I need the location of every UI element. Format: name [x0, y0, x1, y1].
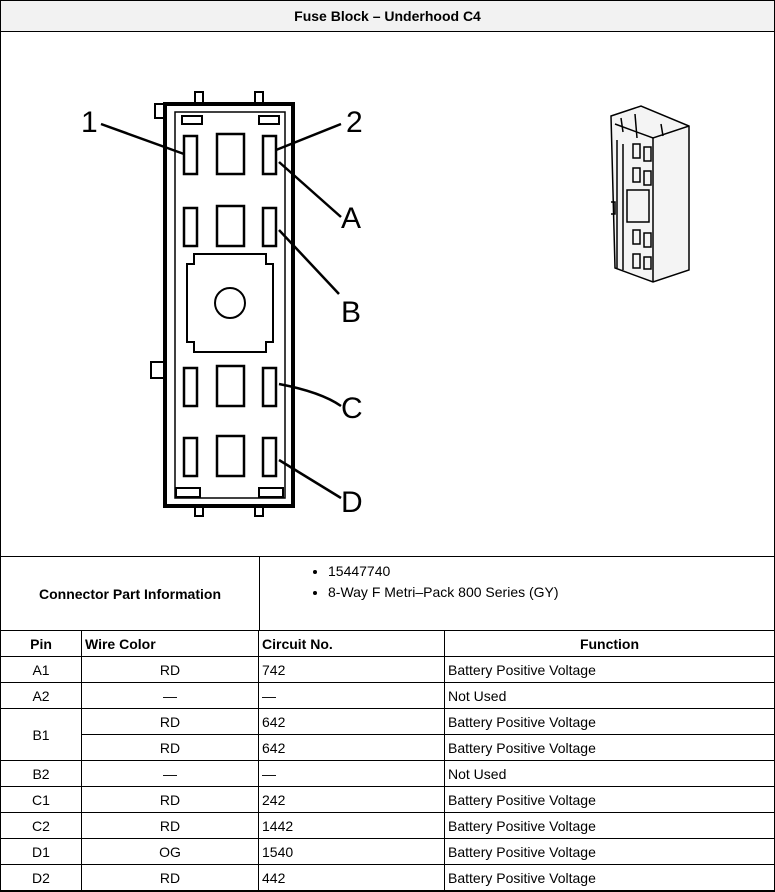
- housing-inner-outline: [174, 111, 286, 499]
- cell-circuit: 642: [258, 734, 445, 761]
- cell-pin: B2: [1, 760, 82, 787]
- col-header-circuit: Circuit No.: [258, 631, 445, 657]
- cavity-row3-left: [182, 366, 199, 408]
- cavity-b: [261, 206, 278, 248]
- table-row: B1 RD 642 Battery Positive Voltage: [1, 708, 774, 761]
- cell-wire-color: —: [81, 682, 259, 709]
- leader-2: [275, 122, 342, 152]
- part-number: 15447740: [328, 563, 774, 579]
- col-header-pin: Pin: [1, 631, 82, 657]
- leader-a: [278, 161, 342, 218]
- connector-face-diagram: 1 2 A B C D: [81, 91, 690, 519]
- table-row: A1 RD 742 Battery Positive Voltage: [1, 656, 774, 683]
- table-row: A2 — — Not Used: [1, 682, 774, 709]
- cell-function: Battery Positive Voltage: [444, 786, 774, 813]
- col-header-wire-color: Wire Color: [81, 631, 259, 657]
- connector-figure: 1 2 A B C D: [1, 32, 774, 557]
- cavity-c: [261, 366, 278, 408]
- connector-part-list: 15447740 8-Way F Metri–Pack 800 Series (…: [260, 557, 774, 630]
- callout-2: 2: [346, 106, 363, 139]
- cell-pin: D2: [1, 864, 82, 891]
- connector-info-label: Connector Part Information: [1, 557, 260, 630]
- callout-c: C: [341, 392, 363, 425]
- cell-circuit: 642: [258, 708, 445, 735]
- cell-function: Not Used: [444, 760, 774, 787]
- top-slot-left: [181, 115, 203, 125]
- cell-circuit: 442: [258, 864, 445, 891]
- bottom-slot-right: [258, 487, 284, 498]
- center-module: [186, 253, 274, 353]
- cell-wire-color: RD: [81, 786, 259, 813]
- cell-function: Battery Positive Voltage: [444, 812, 774, 839]
- cell-pin: C1: [1, 786, 82, 813]
- top-tab-right: [254, 91, 264, 105]
- pinout-table: Pin Wire Color Circuit No. Function A1 R…: [1, 631, 774, 891]
- cavity-row2-left: [182, 206, 199, 248]
- cavity-row2-center: [215, 204, 246, 248]
- col-header-function: Function: [444, 631, 774, 657]
- callout-1: 1: [81, 106, 98, 139]
- top-slot-right: [258, 115, 280, 125]
- cell-pin: A2: [1, 682, 82, 709]
- cell-function: Not Used: [444, 682, 774, 709]
- cavity-row4-center: [215, 434, 246, 478]
- callout-d: D: [341, 486, 363, 519]
- table-row: C1 RD 242 Battery Positive Voltage: [1, 786, 774, 813]
- cell-wire-color: RD: [81, 708, 259, 735]
- top-tab-left: [194, 91, 204, 105]
- table-row: D2 RD 442 Battery Positive Voltage: [1, 864, 774, 891]
- cavity-row1-center: [215, 132, 246, 176]
- latch-top-left: [154, 103, 165, 119]
- cell-wire-color: —: [81, 760, 259, 787]
- cell-pin: A1: [1, 656, 82, 683]
- leader-d: [278, 458, 342, 500]
- cell-circuit: 1540: [258, 838, 445, 865]
- cell-wire-color: RD: [81, 864, 259, 891]
- cavity-1: [182, 134, 199, 176]
- cell-pin: B1: [1, 708, 82, 761]
- sheet-title: Fuse Block – Underhood C4: [1, 1, 774, 32]
- callout-b: B: [341, 296, 361, 329]
- cell-wire-color: OG: [81, 838, 259, 865]
- cell-function: Battery Positive Voltage: [444, 864, 774, 891]
- cell-circuit: 742: [258, 656, 445, 683]
- cavity-row4-left: [182, 436, 199, 478]
- cell-function: Battery Positive Voltage: [444, 838, 774, 865]
- bottom-tab-left: [194, 505, 204, 517]
- cavity-row3-center: [215, 364, 246, 408]
- cell-circuit: 1442: [258, 812, 445, 839]
- callout-a: A: [341, 202, 361, 235]
- table-row: B2 — — Not Used: [1, 760, 774, 787]
- connector-isometric-view: [610, 105, 690, 283]
- cell-function: Battery Positive Voltage: [444, 708, 774, 735]
- leader-c: [278, 382, 342, 408]
- cell-pin: C2: [1, 812, 82, 839]
- bottom-tab-right: [254, 505, 264, 517]
- cell-function: Battery Positive Voltage: [444, 734, 774, 761]
- cell-wire-color: RD: [81, 734, 259, 761]
- center-hole: [214, 287, 246, 319]
- cell-circuit: 242: [258, 786, 445, 813]
- connector-info: Connector Part Information 15447740 8-Wa…: [1, 557, 774, 631]
- cell-wire-color: RD: [81, 812, 259, 839]
- cell-circuit: —: [258, 682, 445, 709]
- table-row: C2 RD 1442 Battery Positive Voltage: [1, 812, 774, 839]
- housing-outline: [163, 102, 295, 508]
- table-row: RD 642 Battery Positive Voltage: [1, 734, 774, 761]
- cell-wire-color: RD: [81, 656, 259, 683]
- cell-pin: D1: [1, 838, 82, 865]
- bottom-slot-left: [175, 487, 201, 498]
- part-description: 8-Way F Metri–Pack 800 Series (GY): [328, 584, 774, 600]
- cavity-d: [261, 436, 278, 478]
- cavity-2: [261, 134, 278, 176]
- latch-mid-left: [150, 361, 165, 379]
- leader-b: [278, 229, 340, 295]
- table-row: D1 OG 1540 Battery Positive Voltage: [1, 838, 774, 865]
- leader-1: [100, 122, 185, 156]
- cell-circuit: —: [258, 760, 445, 787]
- table-header-row: Pin Wire Color Circuit No. Function: [1, 631, 774, 657]
- cell-function: Battery Positive Voltage: [444, 656, 774, 683]
